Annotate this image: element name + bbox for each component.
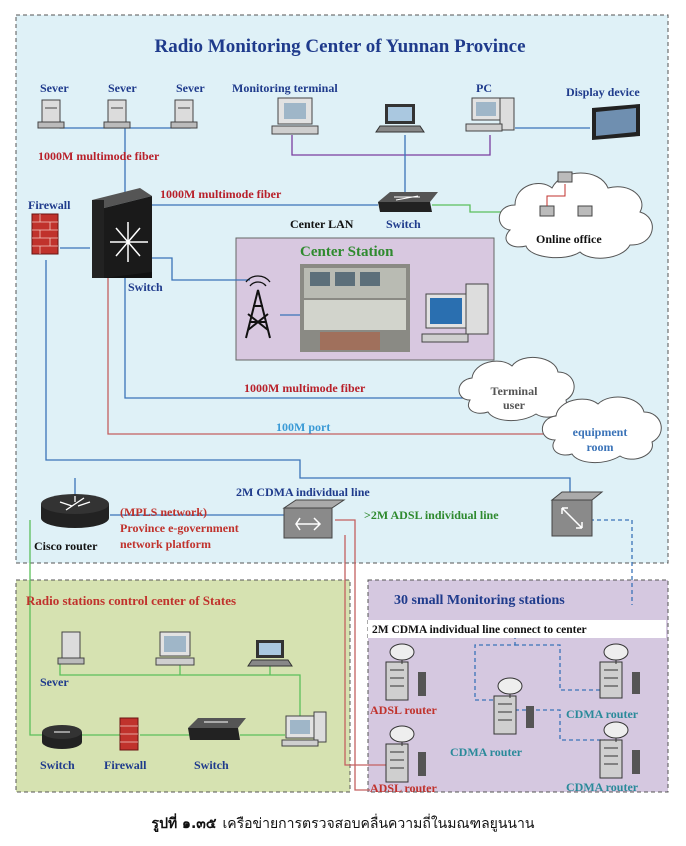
states-switch-icon	[188, 718, 246, 740]
center-lan-label: Center LAN	[290, 217, 354, 231]
cdma-connect-label: 2M CDMA individual line connect to cente…	[372, 624, 587, 636]
port-label: 100M port	[276, 420, 330, 434]
server-icon	[103, 99, 131, 129]
states-server-icon	[57, 631, 85, 665]
caption-text: เครือข่ายการตรวจสอบคลื่นความถี่ในมณฑลยูน…	[222, 814, 534, 832]
states-switch-label: Switch	[40, 758, 75, 772]
cdma-router-station-icon	[599, 721, 640, 779]
monitoring-terminal-label: Monitoring terminal	[232, 81, 338, 95]
states-region	[15, 579, 351, 793]
adsl-router-label: ADSL router	[370, 781, 437, 795]
states-title: Radio stations control center of States	[26, 593, 236, 608]
server-icon	[37, 99, 65, 129]
pc-label: PC	[476, 81, 492, 95]
cdma-router-station-icon	[599, 643, 640, 699]
display-device-icon	[592, 104, 640, 140]
states-pc-icon	[155, 631, 195, 666]
equipment-room-cloud	[541, 396, 662, 463]
fiber-label: 1000M multimode fiber	[244, 381, 366, 395]
cisco-router-icon	[41, 494, 109, 528]
center-station-photo	[300, 264, 410, 352]
station-pc-icon	[421, 283, 489, 343]
cdma-router-label: CDMA router	[450, 745, 523, 759]
center-station-label: Center Station	[300, 244, 394, 260]
egov-router-icon	[282, 499, 346, 539]
fiber-label: 1000M multimode fiber	[38, 149, 160, 163]
server-icon	[170, 99, 198, 129]
display-device-label: Display device	[566, 85, 640, 99]
terminal-user-cloud	[458, 356, 575, 421]
pc-icon	[465, 97, 515, 132]
adsl-router-station-icon	[385, 725, 426, 783]
cdma-router-label: CDMA router	[566, 707, 639, 721]
cdma-connect-banner	[368, 620, 666, 638]
lan-switch-icon	[378, 192, 438, 212]
figure-caption: รูปที่ ๑.๓๕ เครือข่ายการตรวจสอบคลื่นความถ…	[152, 813, 535, 832]
states-switch-label: Switch	[194, 758, 229, 772]
states-firewall-label: Firewall	[104, 758, 147, 772]
adsl-router-label: ADSL router	[370, 703, 437, 717]
cdma-router-station-icon	[493, 677, 534, 735]
cdma-router-label: CDMA router	[566, 780, 639, 794]
adsl-device-icon	[550, 491, 604, 537]
lan-switch-label: Switch	[386, 217, 421, 231]
monitoring-terminal-icon	[271, 97, 319, 135]
mpls-label: Province e-government	[120, 521, 239, 535]
online-office-label: Online office	[536, 232, 602, 246]
server-label: Sever	[176, 81, 205, 95]
connection-lines	[29, 120, 633, 791]
cdma-line-label: 2M CDMA individual line	[236, 485, 370, 499]
states-pc2-icon	[281, 711, 327, 747]
states-firewall-icon	[119, 717, 139, 751]
diagram-title: Radio Monitoring Center of Yunnan Provin…	[154, 36, 525, 57]
adsl-router-station-icon	[385, 643, 426, 701]
server-label: Sever	[40, 81, 69, 95]
firewall-icon	[31, 213, 59, 255]
states-server-label: Sever	[40, 675, 69, 689]
cisco-router-label: Cisco router	[34, 539, 98, 553]
small-stations-title: 30 small Monitoring stations	[394, 593, 565, 608]
laptop-icon	[375, 104, 425, 133]
core-switch-icon	[92, 188, 152, 278]
online-office-cloud	[498, 171, 653, 259]
caption-prefix: รูปที่ ๑.๓๕	[152, 813, 217, 832]
fiber-label: 1000M multimode fiber	[160, 187, 282, 201]
firewall-label: Firewall	[28, 198, 71, 212]
core-switch-label: Switch	[128, 280, 163, 294]
antenna-tower-icon	[245, 275, 271, 339]
mpls-label: network platform	[120, 537, 211, 551]
mpls-label: (MPLS network)	[120, 505, 207, 519]
states-laptop-icon	[247, 640, 293, 667]
adsl-line-label: >2M ADSL individual line	[364, 508, 499, 522]
states-switch-router-icon	[42, 725, 82, 749]
server-label: Sever	[108, 81, 137, 95]
